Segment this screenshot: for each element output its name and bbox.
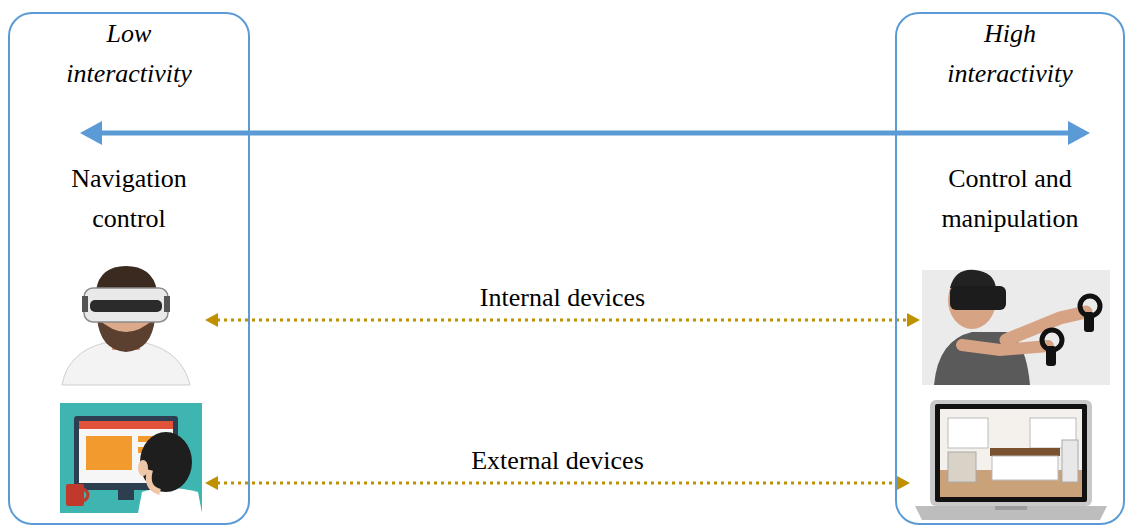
arrow-head — [897, 476, 910, 490]
arrow-head — [907, 313, 920, 327]
interactivity-panel: High interactivityControl and manipulati… — [895, 12, 1125, 525]
edge-label: External devices — [471, 445, 644, 477]
arrow-head — [205, 476, 218, 490]
device-range-arrow — [217, 482, 898, 485]
arrow-head — [80, 121, 102, 145]
device-range-arrow — [217, 319, 908, 322]
scale-end-label: Low interactivity — [44, 14, 214, 94]
vr-controllers-person — [922, 270, 1110, 385]
computer-user-cartoon — [60, 403, 202, 513]
arrow-head — [205, 313, 218, 327]
vr-headset-person — [62, 266, 190, 385]
interactivity-panel: Low interactivityNavigation control — [8, 12, 250, 525]
arrow-head — [1068, 121, 1090, 145]
edge-label: Internal devices — [480, 282, 645, 314]
laptop-kitchen — [915, 400, 1107, 520]
scale-end-label: High interactivity — [925, 14, 1095, 94]
panel-heading: Navigation control — [44, 159, 214, 239]
panel-heading: Control and manipulation — [925, 159, 1095, 239]
interactivity-scale-arrow — [101, 131, 1069, 136]
